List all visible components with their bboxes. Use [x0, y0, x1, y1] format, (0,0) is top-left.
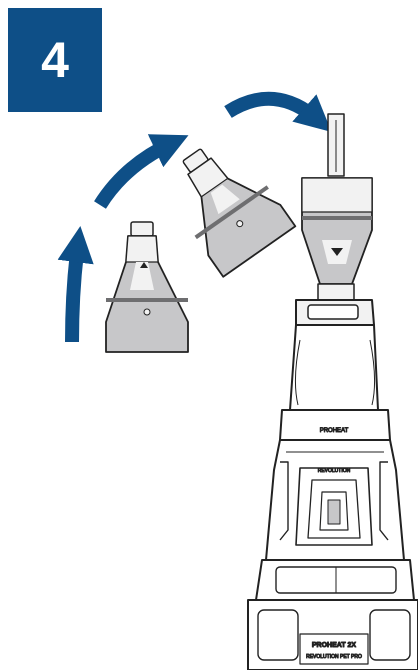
formula-bottle-upright: [106, 222, 188, 352]
curved-arrow-up-icon: [72, 244, 78, 342]
carpet-cleaner-machine: PROHEAT REVOLUTION PROHEAT 2X REVOLUTION…: [248, 300, 418, 670]
formula-bottle-tilted: [156, 130, 296, 277]
curved-arrow-down-icon: [228, 99, 318, 120]
brand-subtitle: REVOLUTION: [318, 468, 351, 474]
formula-bottle-inverted: [302, 114, 372, 302]
curved-arrow-right-icon: [100, 143, 172, 205]
brand-label: PROHEAT: [320, 428, 349, 434]
model-sublabel: REVOLUTION PET PRO: [306, 654, 362, 660]
model-label: PROHEAT 2X: [312, 642, 357, 649]
